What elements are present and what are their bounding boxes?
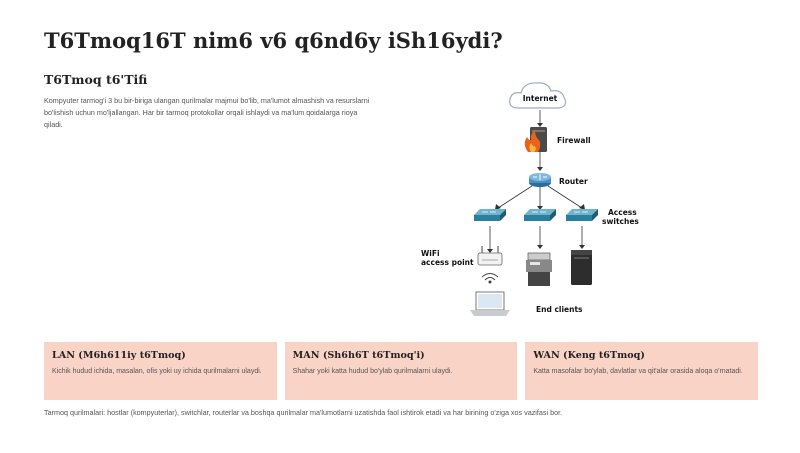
card-wan: WAN (Keng t6Tmoq) Katta masofalar bo'yla… [525, 342, 759, 400]
arrowhead [537, 206, 543, 210]
card-lan-text: Kichik hudud ichida, masalan, ofis yoki … [52, 368, 262, 375]
arrowhead [537, 123, 543, 127]
footnote: Tarmoq qurilmalari: hostlar (kompyuterla… [44, 408, 563, 417]
printer-icon [526, 252, 552, 286]
network-diagram: Internet Firewall Router Access switches [421, 82, 639, 316]
intro-paragraph: Kompyuter tarmog'i 3 bu bir-biriga ulang… [44, 96, 370, 129]
switch-middle-icon [524, 209, 556, 221]
wifi-access-point-icon [477, 246, 503, 266]
card-man: MAN (Sh6h6T t6Tmoq'i) Shahar yoki katta … [284, 342, 518, 400]
access-switches-label-line1: Access [608, 208, 637, 217]
internet-label: Internet [523, 94, 558, 103]
arrowhead [537, 245, 543, 249]
router-label: Router [559, 177, 588, 186]
server-tower-icon [571, 250, 592, 285]
arrowhead [495, 204, 501, 210]
end-clients-label: End clients [536, 305, 583, 314]
firewall-label: Firewall [557, 136, 591, 145]
line-router-switch-left [497, 185, 533, 209]
internet-cloud-icon [509, 82, 567, 109]
card-man-text: Shahar yoki katta hudud bo'ylab qurilmal… [292, 368, 453, 375]
arrowhead [537, 167, 543, 171]
wifi-label-line1: WiFi [421, 249, 440, 258]
firewall-icon [524, 127, 547, 152]
access-switches-label-line2: switches [602, 217, 639, 226]
page-title: T6Tmoq16T nim6 v6 q6nd6y iSh16ydi? [44, 28, 503, 53]
card-wan-text: Katta masofalar bo'ylab, davlatlar va qi… [533, 368, 743, 375]
router-icon [529, 173, 551, 187]
card-wan-title: WAN (Keng t6Tmoq) [533, 350, 645, 361]
arrowhead [579, 204, 585, 210]
switch-right-icon [566, 209, 598, 221]
arrowhead [579, 245, 585, 249]
section-subtitle: T6Tmoq t6'Tifi [44, 72, 148, 87]
line-router-switch-right [547, 185, 583, 209]
network-types: LAN (M6h611iy t6Tmoq) Kichik hudud ichid… [44, 342, 759, 400]
card-man-title: MAN (Sh6h6T t6Tmoq'i) [292, 350, 425, 361]
wifi-signal-icon [481, 273, 499, 284]
card-lan: LAN (M6h611iy t6Tmoq) Kichik hudud ichid… [44, 342, 277, 400]
arrowhead [487, 249, 493, 253]
card-lan-title: LAN (M6h611iy t6Tmoq) [52, 350, 186, 361]
wifi-label-line2: access point [421, 258, 474, 267]
connection-lines [489, 110, 583, 250]
switch-left-icon [474, 209, 506, 221]
laptop-icon [470, 291, 510, 316]
arrowheads [487, 123, 585, 253]
